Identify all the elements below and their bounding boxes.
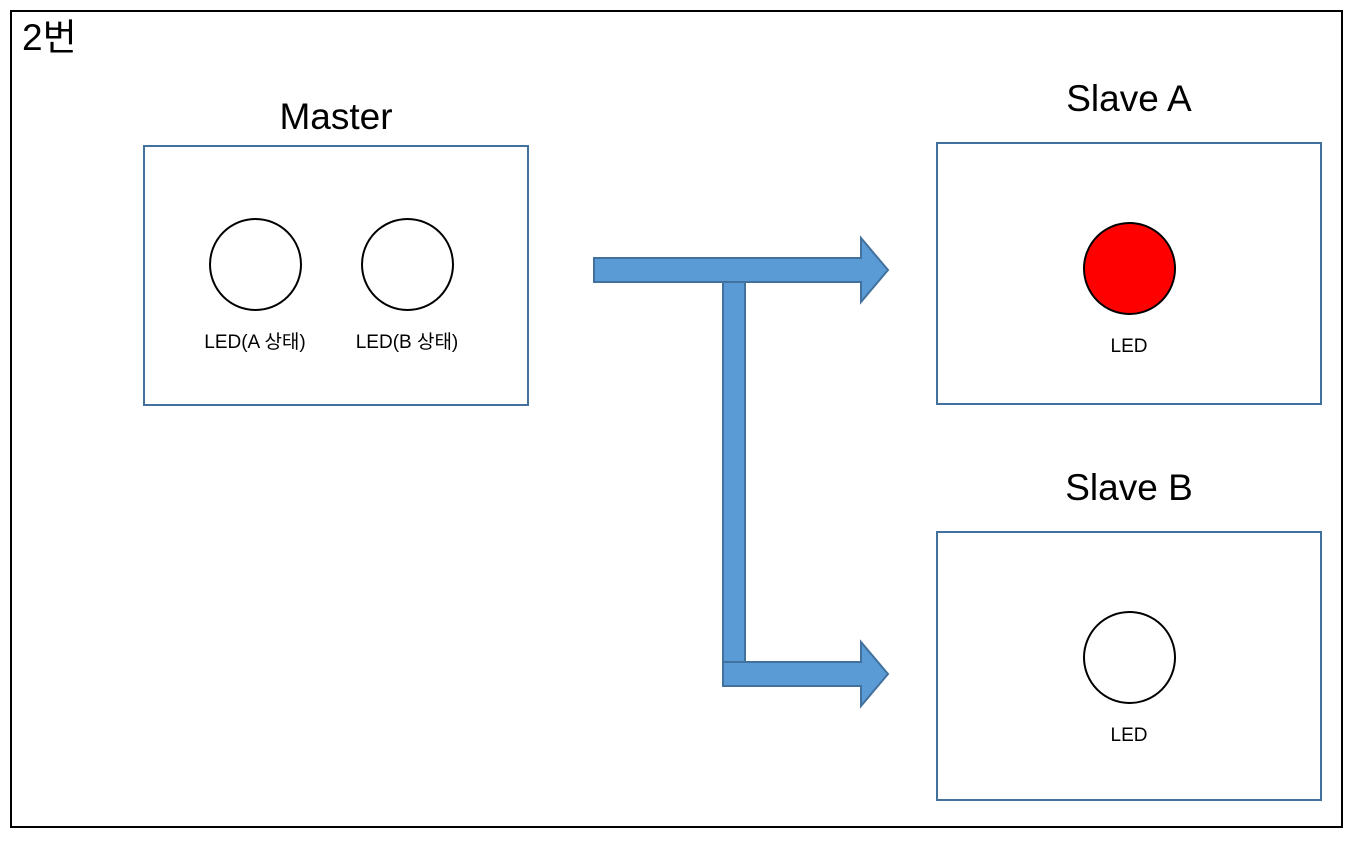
slide-frame — [10, 10, 1343, 828]
slave-b-led-indicator[interactable] — [1082, 611, 1176, 704]
master-title: Master — [279, 96, 393, 137]
page-title: 2번 — [22, 17, 77, 58]
master-led-a-indicator[interactable] — [208, 218, 302, 311]
master-led-b-label: LED(B 상태) — [355, 332, 459, 353]
slave-b-title: Slave B — [1065, 467, 1193, 508]
slave-a-led-label: LED — [1110, 336, 1148, 357]
slave-a-led[interactable]: LED — [1059, 222, 1199, 358]
slave-b-led[interactable]: LED — [1059, 611, 1199, 747]
master-led-a-label: LED(A 상태) — [204, 332, 306, 353]
slave-a-led-indicator[interactable] — [1082, 222, 1176, 315]
master-box[interactable] — [143, 145, 529, 406]
master-led-a[interactable]: LED(A 상태) — [185, 218, 325, 354]
slave-b-led-label: LED — [1110, 725, 1148, 746]
master-led-b-indicator[interactable] — [360, 218, 454, 311]
slave-a-title: Slave A — [1066, 78, 1192, 119]
master-led-b[interactable]: LED(B 상태) — [337, 218, 477, 354]
